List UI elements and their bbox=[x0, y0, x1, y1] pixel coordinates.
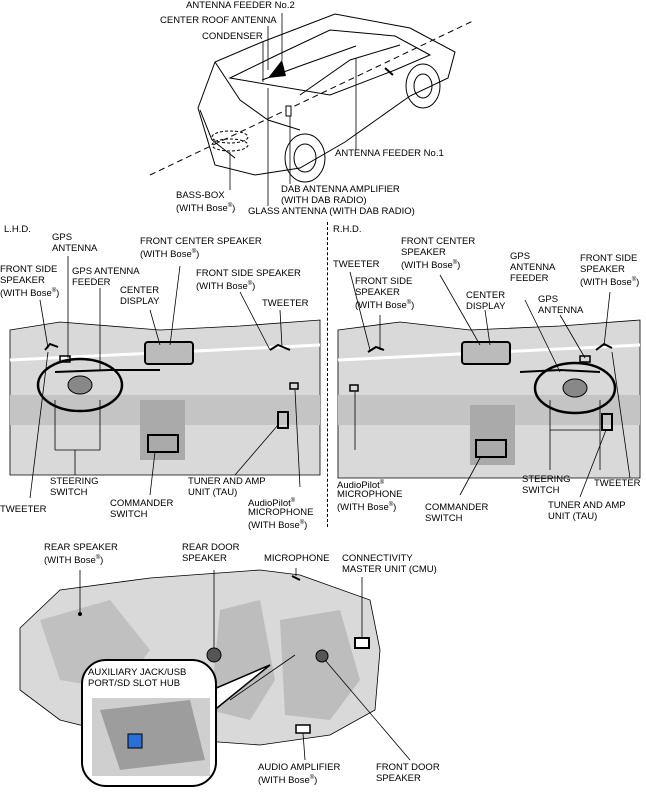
rhd-audiopilot-label-1: AudioPilot® bbox=[337, 480, 385, 492]
lhd-front-side-speaker-right-note: (WITH Bose®) bbox=[196, 281, 256, 293]
rhd-front-center-speaker-label-1: FRONT CENTER bbox=[401, 236, 476, 247]
rear-speaker-note: (WITH Bose®) bbox=[44, 555, 104, 567]
lhd-center-display-label-2: DISPLAY bbox=[120, 296, 160, 307]
lhd-tuner-amp-label-2: UNIT (TAU) bbox=[188, 487, 238, 498]
lhd-front-side-speaker-left-note: (WITH Bose®) bbox=[0, 288, 60, 300]
aux-jack-label-2: PORT/SD SLOT HUB bbox=[88, 678, 181, 689]
rear-door-speaker-label-1: REAR DOOR bbox=[182, 542, 240, 553]
antenna-feeder-1-label: ANTENNA FEEDER No.1 bbox=[335, 148, 444, 159]
aux-callout-pointer bbox=[199, 664, 271, 713]
rhd-steering-switch-label-1: STEERING bbox=[522, 474, 571, 485]
glass-antenna-label: GLASS ANTENNA (WITH DAB RADIO) bbox=[248, 206, 415, 217]
rhd-tuner-amp-label-1: TUNER AND AMP bbox=[548, 500, 626, 511]
rhd-commander-switch-label-2: SWITCH bbox=[425, 513, 463, 524]
rhd-gps-antenna-feeder-label-3: FEEDER bbox=[510, 273, 549, 284]
car-exterior-drawing bbox=[197, 13, 456, 183]
bass-box-marker bbox=[211, 138, 249, 152]
dab-amplifier-marker bbox=[285, 105, 292, 117]
bass-box-label: BASS-BOX bbox=[176, 190, 225, 201]
lhd-center-display-label-1: CENTER bbox=[120, 285, 160, 296]
rhd-center-display-label-1: CENTER bbox=[466, 290, 506, 301]
car-axis-dashed-line bbox=[149, 19, 476, 176]
rhd-commander-switch-label-1: COMMANDER bbox=[425, 502, 489, 513]
lhd-front-side-speaker-left-label-2: SPEAKER bbox=[0, 275, 45, 286]
audio-amplifier-label: AUDIO AMPLIFIER bbox=[258, 762, 341, 773]
rear-speaker-label: REAR SPEAKER bbox=[44, 542, 118, 553]
rhd-gps-antenna-label-2: ANTENNA bbox=[538, 305, 584, 316]
front-door-speaker-label-1: FRONT DOOR bbox=[376, 762, 440, 773]
rhd-front-center-speaker-note: (WITH Bose®) bbox=[401, 260, 461, 272]
top-leader-lines bbox=[229, 13, 357, 206]
rhd-front-side-speaker-left-label-2: SPEAKER bbox=[355, 287, 400, 298]
aux-callout-drawing bbox=[92, 698, 210, 776]
lhd-audiopilot-label-2: MICROPHONE bbox=[248, 507, 314, 518]
lhd-tweeter-right-label: TWEETER bbox=[262, 298, 309, 309]
rhd-tweeter-left-label: TWEETER bbox=[333, 259, 380, 270]
aux-jack-label-1: AUXILIARY JACK/USB bbox=[88, 667, 187, 678]
microphone-label: MICROPHONE bbox=[264, 553, 330, 564]
lhd-commander-switch-label-2: SWITCH bbox=[110, 509, 148, 520]
front-door-speaker-label-2: SPEAKER bbox=[376, 773, 421, 784]
condenser-label: CONDENSER bbox=[202, 31, 263, 42]
lhd-leader-lines bbox=[29, 256, 301, 499]
lhd-commander-switch-label-1: COMMANDER bbox=[110, 498, 174, 509]
rhd-audiopilot-label-2: MICROPHONE bbox=[337, 489, 403, 500]
rhd-gps-antenna-label-1: GPS bbox=[538, 294, 559, 305]
lhd-front-side-speaker-left-label-1: FRONT SIDE bbox=[0, 264, 58, 275]
lhd-front-center-speaker-note: (WITH Bose®) bbox=[140, 249, 200, 261]
rear-door-speaker-label-2: SPEAKER bbox=[182, 553, 227, 564]
dab-amplifier-note: (WITH DAB RADIO) bbox=[281, 195, 367, 206]
rhd-dashboard-drawing bbox=[337, 319, 641, 479]
lhd-title: L.H.D. bbox=[4, 224, 31, 235]
lhd-front-center-speaker-label: FRONT CENTER SPEAKER bbox=[140, 236, 262, 247]
lhd-gps-antenna-feeder-label-2: FEEDER bbox=[72, 277, 111, 288]
cmu-label-2: MASTER UNIT (CMU) bbox=[342, 564, 437, 575]
rhd-audiopilot-note: (WITH Bose®) bbox=[337, 502, 397, 514]
lhd-gps-antenna-feeder-label-1: GPS ANTENNA bbox=[72, 266, 140, 277]
center-roof-antenna-marker bbox=[268, 60, 286, 78]
cmu-label-1: CONNECTIVITY bbox=[342, 553, 413, 564]
dab-amplifier-label: DAB ANTENNA AMPLIFIER bbox=[281, 184, 400, 195]
lhd-front-side-speaker-right-label: FRONT SIDE SPEAKER bbox=[196, 268, 301, 279]
lhd-dashboard-drawing bbox=[9, 319, 321, 476]
rhd-gps-antenna-feeder-label-2: ANTENNA bbox=[510, 262, 556, 273]
rhd-front-side-speaker-left-note: (WITH Bose®) bbox=[355, 300, 415, 312]
rhd-steering-switch-label-2: SWITCH bbox=[522, 485, 560, 496]
lhd-gps-antenna-label-2: ANTENNA bbox=[52, 243, 98, 254]
rhd-center-display-label-2: DISPLAY bbox=[466, 301, 506, 312]
rhd-front-center-speaker-label-2: SPEAKER bbox=[401, 247, 446, 258]
bottom-leader-lines bbox=[79, 568, 411, 761]
rhd-title: R.H.D. bbox=[333, 224, 362, 235]
rhd-front-side-speaker-right-label-1: FRONT SIDE bbox=[580, 253, 638, 264]
rhd-gps-antenna-feeder-label-1: GPS bbox=[510, 251, 531, 262]
rhd-front-side-speaker-left-label-1: FRONT SIDE bbox=[355, 276, 413, 287]
lhd-gps-antenna-label-1: GPS bbox=[52, 232, 73, 243]
rhd-leader-lines bbox=[349, 271, 631, 498]
bass-box-note: (WITH Bose®) bbox=[176, 203, 236, 215]
center-roof-antenna-label: CENTER ROOF ANTENNA bbox=[160, 15, 277, 26]
lhd-tuner-amp-label-1: TUNER AND AMP bbox=[188, 476, 266, 487]
rhd-front-side-speaker-right-note: (WITH Bose®) bbox=[580, 277, 640, 289]
audio-amplifier-note: (WITH Bose®) bbox=[258, 775, 318, 787]
antenna-feeder-2-label: ANTENNA FEEDER No.2 bbox=[186, 0, 295, 11]
lhd-tweeter-left-label: TWEETER bbox=[0, 504, 47, 515]
lhd-audiopilot-note: (WITH Bose®) bbox=[248, 520, 308, 532]
rhd-tweeter-right-label: TWEETER bbox=[594, 478, 641, 489]
rhd-tuner-amp-label-2: UNIT (TAU) bbox=[548, 511, 598, 522]
lhd-steering-switch-label-2: SWITCH bbox=[50, 487, 88, 498]
rhd-front-side-speaker-right-label-2: SPEAKER bbox=[580, 264, 625, 275]
lhd-steering-switch-label-1: STEERING bbox=[50, 476, 99, 487]
lhd-rhd-divider bbox=[327, 222, 328, 527]
lhd-audiopilot-label-1: AudioPilot® bbox=[248, 498, 296, 510]
